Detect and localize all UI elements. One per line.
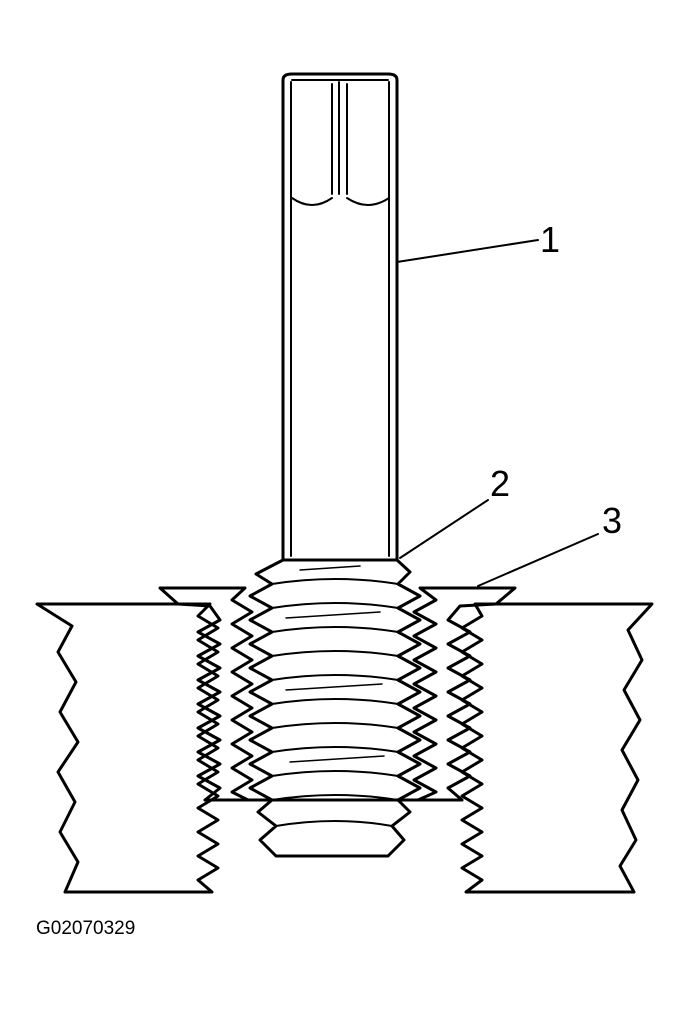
insert-right-wall xyxy=(412,586,517,802)
leader-line-2 xyxy=(399,499,489,559)
callout-3: 3 xyxy=(602,500,623,541)
leader-lines xyxy=(396,239,599,587)
leader-line-3 xyxy=(477,533,599,587)
tool-slot xyxy=(291,79,390,206)
tool xyxy=(281,72,399,562)
leader-line-1 xyxy=(396,239,539,263)
housing-left-section xyxy=(35,602,220,894)
callout-1: 1 xyxy=(540,219,561,260)
figure-id-code: G02070329 xyxy=(36,918,136,939)
tool-thread-profile xyxy=(248,558,422,858)
thread-insert xyxy=(158,586,517,802)
callout-2: 2 xyxy=(490,463,511,504)
tool-shank xyxy=(281,72,399,562)
tool-threaded-section xyxy=(248,558,422,858)
housing-right-section xyxy=(460,602,654,894)
tool-thread-crests xyxy=(271,565,399,827)
